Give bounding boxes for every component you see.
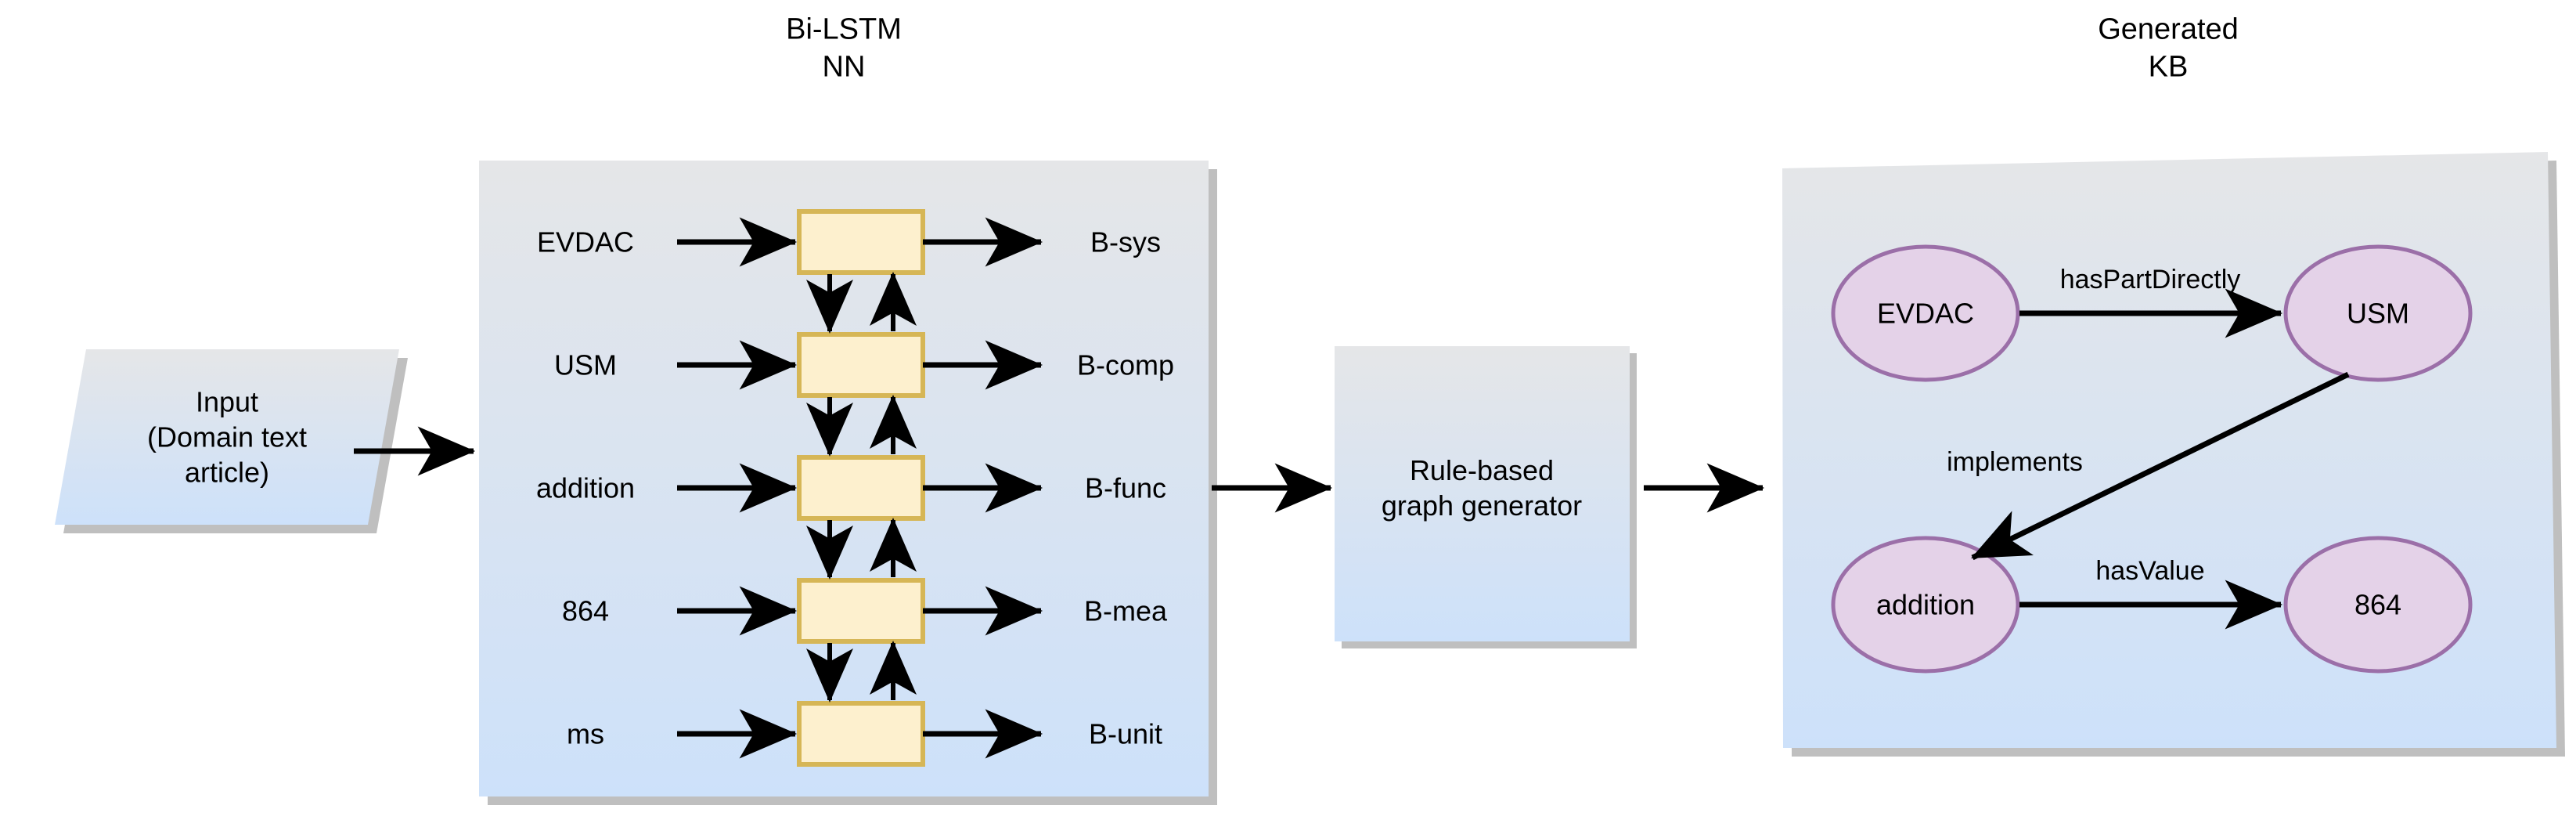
lstm-cell-2 <box>797 332 925 398</box>
lstm-cell-3 <box>797 455 925 521</box>
lstm-cell-4 <box>797 578 925 644</box>
kb-node-evdac-shape <box>1831 244 2020 382</box>
kb-node-label-addition: addition <box>1875 588 1976 621</box>
kb-node-864-shape <box>2283 536 2473 674</box>
nn-input-arrows <box>677 217 798 759</box>
kb-node-addition-shape <box>1831 536 2020 674</box>
kb-node-label-usm: USM <box>2347 297 2409 330</box>
nn-output-label-4: B-mea <box>1083 594 1168 627</box>
generator-box-label: Rule-based graph generator <box>1381 454 1583 522</box>
kb-title: Generated KB <box>2098 13 2239 84</box>
nn-input-label-3: addition <box>535 471 636 504</box>
kb-edge-label-hasvalue: hasValue <box>2095 555 2205 586</box>
kb-edge-label-implements: implements <box>1947 446 2083 477</box>
generator-box-shape <box>1335 346 1637 648</box>
nn-input-label-1: EVDAC <box>536 226 635 258</box>
nn-output-label-5: B-unit <box>1088 717 1163 750</box>
nn-input-label-4: 864 <box>561 594 610 627</box>
kb-node-label-864: 864 <box>2354 588 2402 621</box>
kb-edge-implements <box>1971 371 2350 561</box>
nn-recurrent-arrows <box>806 272 917 703</box>
kb-edge-label-haspartdirectly: hasPartDirectly <box>2059 264 2241 294</box>
nn-output-label-2: B-comp <box>1076 349 1175 381</box>
lstm-cell-1 <box>797 209 925 275</box>
input-parallelogram-shape <box>55 349 408 533</box>
nn-output-arrows <box>923 217 1043 759</box>
nn-title: Bi-LSTM NN <box>786 13 902 84</box>
input-block-label: Input (Domain text article) <box>146 385 308 489</box>
nn-output-label-3: B-func <box>1084 471 1167 504</box>
lstm-cell-5 <box>797 701 925 767</box>
kb-node-usm-shape <box>2283 244 2473 382</box>
nn-input-label-5: ms <box>567 717 604 750</box>
kb-node-label-evdac: EVDAC <box>1876 297 1975 330</box>
nn-input-label-2: USM <box>554 349 617 381</box>
nn-output-label-1: B-sys <box>1090 226 1161 258</box>
